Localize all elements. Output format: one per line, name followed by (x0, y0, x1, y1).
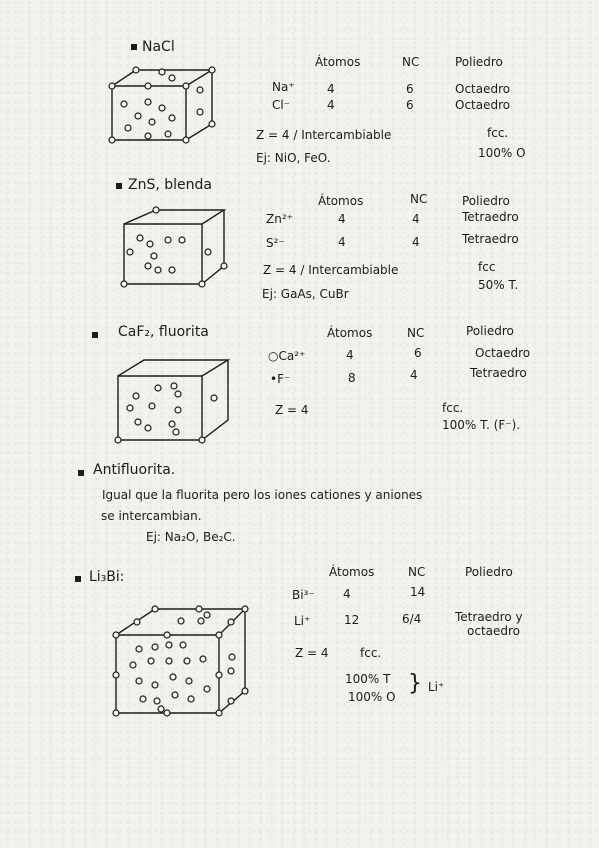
section-title-zns: ZnS, blenda (128, 177, 212, 193)
col-header-poly: Poliedro (466, 324, 514, 338)
atoms-value: 4 (338, 235, 346, 249)
nc-value: 4 (412, 212, 420, 226)
atoms-value: 4 (346, 348, 354, 362)
ion-label: Zn²⁺ (266, 212, 293, 226)
col-header-poly: Poliedro (462, 194, 510, 208)
poly-value: Octaedro (455, 98, 511, 112)
lattice-type: fcc. (487, 126, 509, 140)
poly-value: octaedro (467, 624, 521, 638)
atoms-value: 12 (344, 613, 360, 627)
lattice-type: fcc (478, 260, 496, 274)
hole-occupancy-t: 100% T (345, 672, 391, 686)
nc-value: 14 (410, 585, 426, 599)
bullet (75, 576, 81, 582)
ion-label: ○Ca²⁺ (268, 349, 306, 363)
ion-label: •F⁻ (270, 372, 291, 386)
description-line: se intercambian. (101, 509, 202, 523)
hole-occupancy: 50% T. (478, 278, 519, 292)
lattice-type: fcc. (442, 401, 464, 415)
hole-occupancy: 100% O (478, 146, 526, 160)
ion-label: Cl⁻ (272, 98, 291, 112)
atoms-value: 4 (327, 98, 335, 112)
poly-value: Tetraedro (462, 210, 519, 224)
li3bi-unit-cell-diagram (112, 605, 249, 717)
bullet (131, 44, 137, 50)
col-header-poly: Poliedro (455, 55, 503, 69)
brace-label: Li⁺ (428, 680, 445, 694)
poly-value: Tetraedro (462, 232, 519, 246)
bullet (92, 332, 98, 338)
example-compounds: Ej: GaAs, CuBr (262, 287, 349, 301)
example-compounds: Ej: NiO, FeO. (256, 151, 331, 165)
col-header-poly: Poliedro (465, 565, 513, 579)
nc-value: 4 (410, 368, 418, 382)
poly-value: Octaedro (475, 346, 531, 360)
col-header-nc: NC (408, 565, 426, 579)
col-header-atoms: Átomos (315, 55, 361, 69)
col-header-atoms: Átomos (327, 326, 373, 340)
caf2-unit-cell-diagram (114, 359, 231, 444)
atoms-value: 4 (327, 82, 335, 96)
description-line: Igual que la fluorita pero los iones cat… (102, 488, 423, 502)
col-header-nc: NC (407, 326, 425, 340)
ion-label: S²⁻ (266, 236, 285, 250)
col-header-atoms: Átomos (329, 565, 375, 579)
col-header-nc: NC (410, 192, 428, 206)
section-title-caf2: CaF₂, fluorita (118, 324, 209, 340)
ion-label: Na⁺ (272, 80, 295, 94)
lattice-type: fcc. (360, 646, 382, 660)
section-title-antifluorita: Antifluorita. (93, 462, 176, 478)
z-note: Z = 4 / Intercambiable (256, 128, 392, 142)
poly-value: Octaedro (455, 82, 511, 96)
curly-brace: } (408, 671, 422, 696)
col-header-atoms: Átomos (318, 194, 364, 208)
bullet (116, 183, 122, 189)
example-compounds: Ej: Na₂O, Be₂C. (146, 530, 236, 544)
zns-unit-cell-diagram (120, 206, 228, 288)
ion-label: Bi³⁻ (292, 588, 315, 602)
z-note: Z = 4 (295, 646, 329, 660)
atoms-value: 8 (348, 371, 356, 385)
poly-value: Tetraedro y (455, 610, 523, 624)
atoms-value: 4 (343, 587, 351, 601)
nc-value: 6/4 (402, 612, 422, 626)
bullet (78, 470, 84, 476)
nc-value: 6 (414, 346, 422, 360)
col-header-nc: NC (402, 55, 420, 69)
poly-value: Tetraedro (470, 366, 527, 380)
ion-label: Li⁺ (294, 614, 311, 628)
section-title-nacl: NaCl (142, 39, 175, 55)
section-title-li3bi: Li₃Bi: (89, 569, 125, 585)
nacl-unit-cell-diagram (108, 66, 216, 144)
z-note: Z = 4 (275, 403, 309, 417)
atoms-value: 4 (338, 212, 346, 226)
nc-value: 4 (412, 235, 420, 249)
z-note: Z = 4 / Intercambiable (263, 263, 399, 277)
nc-value: 6 (406, 82, 414, 96)
hole-occupancy: 100% T. (F⁻). (442, 418, 521, 432)
nc-value: 6 (406, 98, 414, 112)
hole-occupancy-o: 100% O (348, 690, 396, 704)
